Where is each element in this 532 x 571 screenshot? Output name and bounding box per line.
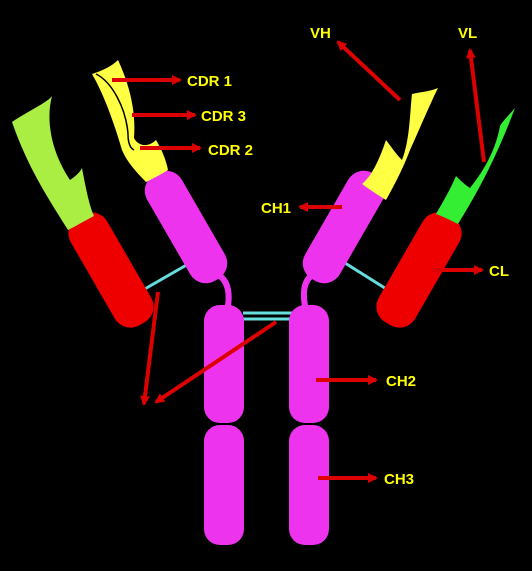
label-vh: VH bbox=[310, 25, 331, 42]
vh-arrow bbox=[336, 40, 402, 102]
label-ch1: CH1 bbox=[261, 200, 291, 217]
label-ch2: CH2 bbox=[386, 373, 416, 390]
left-ch1-domain bbox=[144, 170, 228, 284]
right-cl-domain bbox=[376, 212, 462, 328]
right-vh-domain bbox=[362, 88, 438, 200]
right-ch1-domain bbox=[302, 170, 386, 284]
vl-arrow bbox=[466, 48, 486, 163]
left-vl-domain bbox=[12, 96, 94, 230]
right-vl-domain bbox=[436, 108, 515, 224]
left-ch2-domain bbox=[204, 305, 244, 423]
label-cdr2: CDR 2 bbox=[208, 142, 253, 159]
disulfide-arrow-left bbox=[140, 291, 160, 406]
left-cdr-loop bbox=[95, 73, 135, 151]
label-cdr1: CDR 1 bbox=[187, 73, 232, 90]
left-vh-domain bbox=[92, 60, 168, 182]
light-heavy-bond-right bbox=[344, 261, 389, 292]
label-ch3: CH3 bbox=[384, 471, 414, 488]
left-ch3-domain bbox=[204, 425, 244, 545]
right-ch2-domain bbox=[289, 305, 329, 423]
light-heavy-bond-left bbox=[142, 261, 191, 292]
left-cl-domain bbox=[68, 212, 154, 328]
disulfide-arrow-right bbox=[154, 320, 278, 404]
right-ch3-domain bbox=[289, 425, 329, 545]
label-cdr3: CDR 3 bbox=[201, 108, 246, 125]
label-vl: VL bbox=[458, 25, 477, 42]
label-cl: CL bbox=[489, 263, 509, 280]
